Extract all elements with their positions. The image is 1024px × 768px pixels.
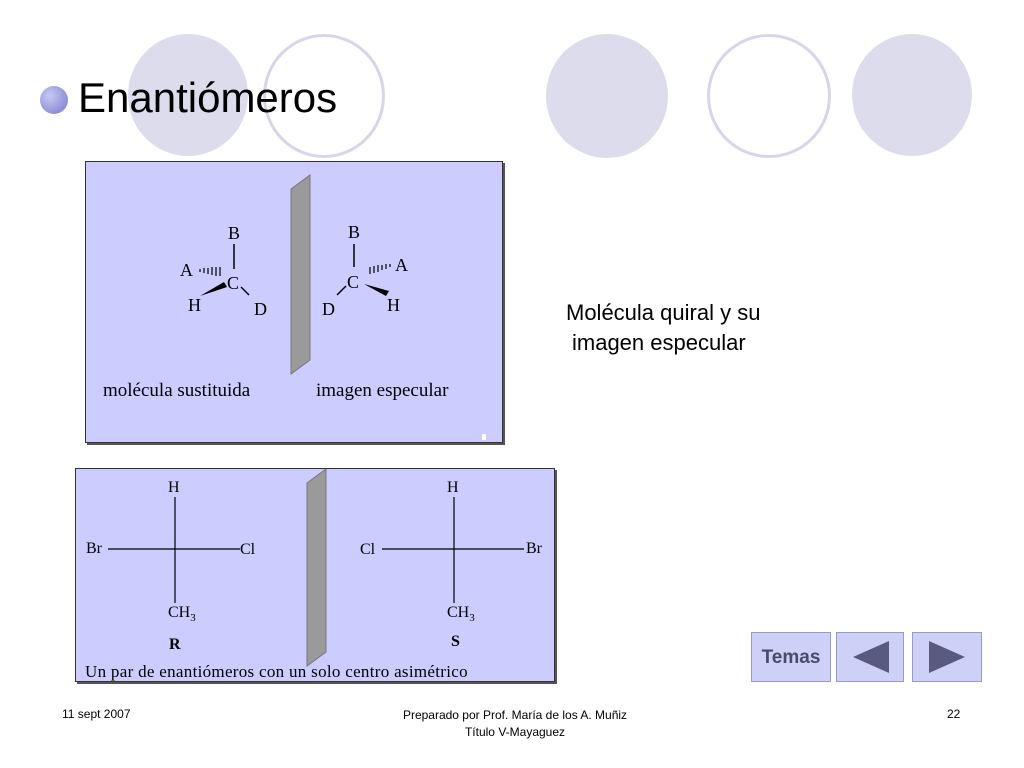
footer-author-line-1: Preparado por Prof. María de los A. Muñi… (402, 708, 628, 722)
title-bullet (40, 86, 68, 114)
fischer-right-left: Cl (360, 541, 376, 558)
caption-substituted-molecule: molécula sustituida (103, 380, 251, 401)
fischer-right-bottom: CH3 (447, 605, 475, 624)
decorative-circle-1 (128, 34, 248, 156)
footer-date: 11 sept 2007 (62, 707, 131, 721)
fischer-left-left: Br (86, 540, 102, 557)
right-atom-b: B (348, 222, 361, 242)
footer-page-number: 22 (947, 707, 961, 721)
triangle-right-icon (929, 641, 965, 673)
top-figure-svg (199, 174, 486, 440)
left-atom-b: B (228, 223, 241, 243)
temas-button[interactable]: Temas (751, 632, 831, 682)
decorative-ring-1 (263, 34, 385, 158)
wedge-bond-left (200, 282, 227, 296)
right-atom-h: H (387, 295, 400, 315)
fischer-right-bottom-main: CH (447, 604, 470, 621)
bottom-figure-panel: H Br Cl CH3 R H Cl Br CH3 S Un par de en… (75, 468, 555, 682)
fischer-left-bottom: CH3 (168, 605, 196, 624)
config-label-r: R (169, 636, 181, 653)
temas-button-label: Temas (761, 647, 821, 668)
bottom-figure-caption: Un par de enantiómeros con un solo centr… (85, 662, 468, 681)
fischer-left-bottom-sub: 3 (190, 612, 196, 625)
left-atom-d: D (254, 299, 267, 319)
left-atom-a: A (180, 260, 193, 280)
fischer-left-top: H (168, 479, 180, 496)
previous-slide-button[interactable] (836, 632, 904, 682)
side-caption-line-2: imagen especular (572, 330, 746, 355)
left-atom-h: H (188, 295, 201, 315)
left-atom-c: C (227, 273, 240, 293)
right-atom-a: A (395, 255, 408, 275)
triangle-left-icon (853, 641, 889, 673)
mirror-plane-bottom (306, 469, 327, 667)
bond-left-d (240, 286, 250, 296)
next-slide-button[interactable] (912, 632, 982, 682)
fischer-left-bottom-main: CH (168, 604, 191, 621)
fischer-right-top: H (447, 479, 459, 496)
config-label-s: S (451, 633, 460, 650)
bottom-figure-svg (108, 469, 524, 667)
right-atom-c: C (347, 272, 360, 292)
hashed-bond-right (369, 264, 391, 274)
fischer-left-right: Cl (240, 541, 256, 558)
footer-author: Preparado por Prof. María de los A. Muñi… (350, 707, 680, 741)
decorative-circle-2 (546, 34, 668, 158)
fischer-right-bottom-sub: 3 (469, 612, 475, 625)
right-atom-d: D (322, 299, 335, 319)
side-caption: Molécula quiral y su imagen especular (566, 298, 760, 358)
bond-right-d (336, 285, 347, 296)
hashed-bond-left (199, 267, 221, 276)
mirror-plane-top (290, 174, 311, 375)
decorative-circle-3 (852, 34, 972, 156)
caption-mirror-image: imagen especular (316, 380, 449, 401)
decorative-ring-2 (707, 34, 831, 158)
panel-dot (482, 434, 486, 440)
slide-title: Enantiómeros (78, 74, 338, 121)
top-figure-panel: B A C H D B A C D H molécula sustituida … (85, 161, 503, 443)
fischer-right-right: Br (526, 540, 542, 557)
wedge-bond-right (364, 284, 389, 296)
side-caption-line-1: Molécula quiral y su (566, 300, 761, 325)
footer-author-line-2: Título V-Mayaguez (464, 725, 566, 739)
